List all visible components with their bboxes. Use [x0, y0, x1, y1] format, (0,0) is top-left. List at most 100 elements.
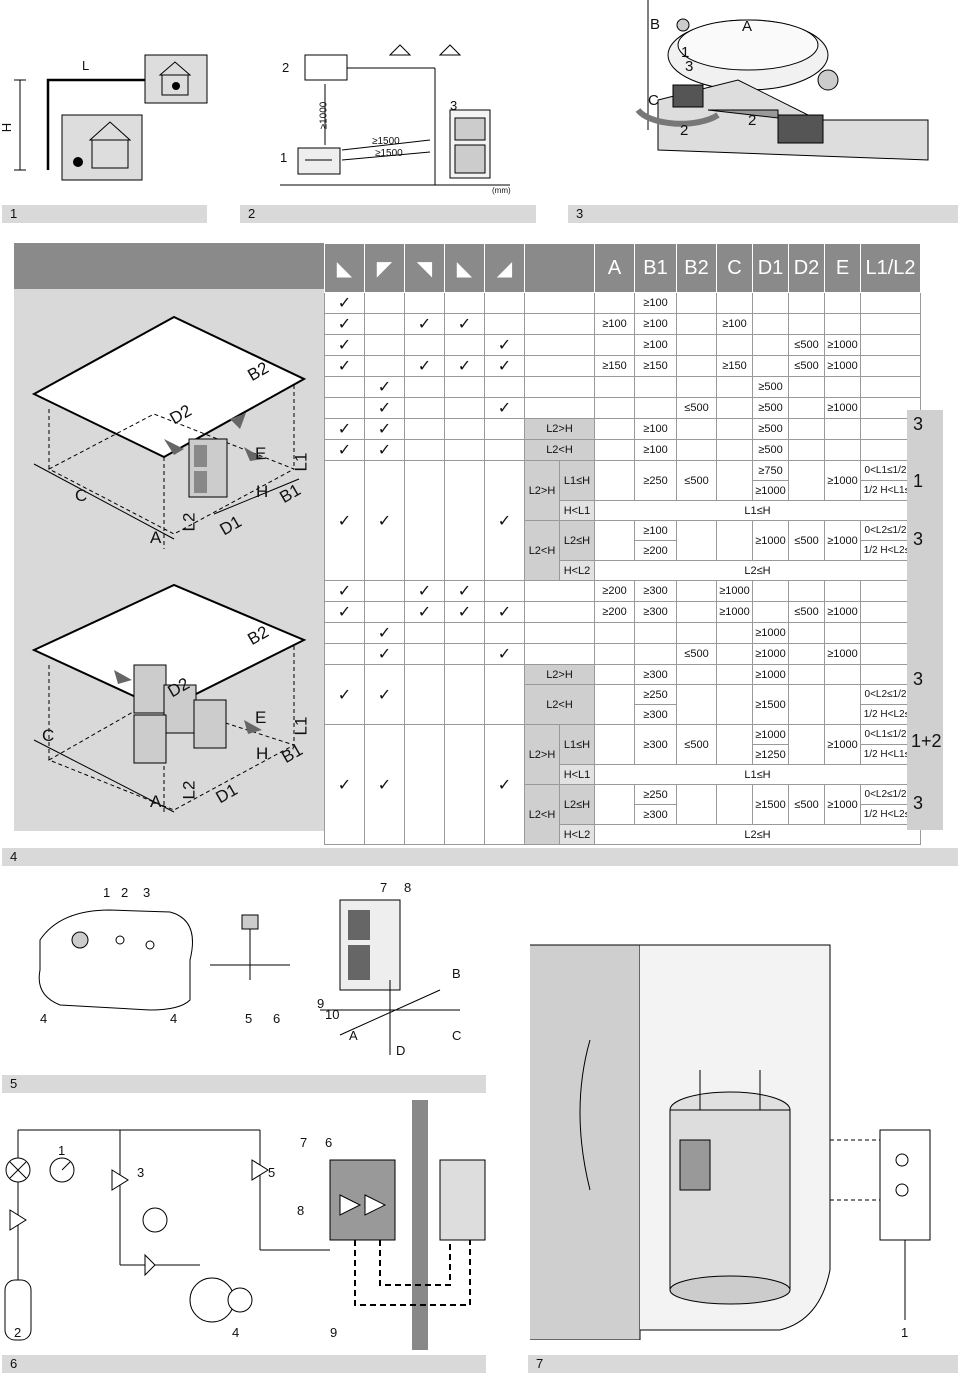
table-row: ✓✓≤500≥1000≥1000	[324, 643, 921, 665]
fig4-label-3: 3	[143, 885, 151, 900]
header-D1: D1	[752, 243, 789, 293]
value-cell	[752, 580, 789, 602]
check-cell: ✓	[484, 460, 525, 581]
check-cell: ✓	[484, 601, 525, 623]
label-2b: 2	[748, 112, 757, 129]
table-row: ✓≥100	[324, 292, 921, 314]
cond-cell	[524, 580, 595, 602]
check-cell: ✓	[484, 724, 525, 845]
cond-cell	[524, 397, 595, 419]
value-cell	[594, 397, 635, 419]
cond-cell	[524, 376, 595, 398]
value-cell: L1≤H	[594, 500, 921, 521]
value-cell: ≤500	[788, 334, 825, 356]
value-cell	[716, 622, 753, 644]
side-column	[907, 410, 943, 830]
cond-cell: H<L1	[559, 764, 595, 785]
table-section-single-cond: ✓ ✓ L2>H ≥100 ≥500 ✓ ✓ L2<H ≥100 ≥500 ✓ …	[324, 418, 921, 581]
value-cell	[824, 580, 861, 602]
value-cell	[788, 313, 825, 335]
figure-1: L H	[0, 0, 210, 200]
value-cell: ≥500	[752, 439, 789, 461]
dim-1500a: ≥1500	[372, 136, 400, 147]
cond-cell: L1≤H	[559, 460, 595, 501]
check-cell: ✓	[324, 664, 365, 725]
header-C: C	[716, 243, 753, 293]
value-cell: ≥100	[634, 418, 677, 440]
cond-cell: L2<H	[524, 684, 595, 725]
value-cell	[676, 622, 717, 644]
fig5-label-2: 2	[14, 1325, 22, 1340]
side-ref: 1+2	[911, 731, 942, 751]
table-row: ✓ ✓ L2<H ≥100 ≥500	[324, 439, 921, 461]
fig5-label-6: 6	[325, 1135, 333, 1150]
cond-cell: H<L1	[559, 500, 595, 521]
check-cell: ✓	[364, 622, 405, 644]
fig4-label-4a: 4	[40, 1011, 48, 1026]
fig4-label-4b: 4	[170, 1011, 178, 1026]
table-row: ✓ ✓ ✓ L2>H L1≤H ≥250 ≤500 ≥750 ≥1000 0<L…	[324, 460, 921, 581]
check-cell: ✓	[324, 724, 365, 845]
value-cell: ≥1000	[716, 601, 753, 623]
bar-3-number: 3	[576, 206, 584, 221]
iso-bot-L2: L2	[179, 780, 199, 800]
cond-cell: L1≤H	[559, 724, 595, 765]
table-header-row: ◣ ◤ ◥ ◣ ◢ A B1 B2 C D1 D2 E L1/L2	[324, 243, 921, 293]
figure-5-piping-schematic	[4, 1100, 486, 1350]
table-row: ✓✓≥100≤500≥1000	[324, 334, 921, 356]
value-cell: ≥500	[752, 376, 789, 398]
value-cell: ≥500	[752, 418, 789, 440]
label-1: 1	[681, 44, 690, 61]
fig4-label-10: 10	[325, 1007, 340, 1022]
check-cell: ✓	[444, 313, 485, 335]
fig5-label-7: 7	[300, 1135, 308, 1150]
cond-cell	[524, 313, 595, 335]
table-row: ✓ ✓ L2>H ≥100 ≥500	[324, 418, 921, 440]
table-row: ≥300 1/2 H<L2≤H	[325, 704, 921, 725]
value-cell: ≤500	[788, 784, 825, 825]
cond-cell	[524, 334, 595, 356]
value-cell: ≥100	[716, 313, 753, 335]
figure-bar-7: 7	[528, 1355, 958, 1373]
check-cell: ✓	[324, 601, 365, 623]
cond-cell: L2>H	[524, 418, 595, 440]
check-cell: ✓	[324, 313, 365, 335]
value-cell	[716, 643, 753, 665]
value-cell: ≥200	[634, 540, 677, 561]
value-cell: ≥1000	[752, 520, 789, 561]
value-cell	[676, 313, 717, 335]
value-cell: ≥300	[634, 601, 677, 623]
cond-cell: H<L2	[559, 560, 595, 581]
value-cell	[752, 355, 789, 377]
value-cell: ≤500	[676, 397, 717, 419]
bar-5-number: 5	[10, 1076, 18, 1091]
value-cell: ≥100	[634, 292, 677, 314]
table-row: ✓✓✓≥100≥100≥100	[324, 313, 921, 335]
table-row: H<L2 L2≤H	[325, 560, 921, 581]
value-cell: ≤500	[676, 460, 717, 501]
value-cell	[634, 643, 677, 665]
value-cell	[824, 622, 861, 644]
value-cell	[860, 355, 921, 377]
value-cell: ≥1000	[824, 643, 861, 665]
direction-icon-4: ◣	[444, 243, 485, 293]
fig4-label-1: 1	[103, 885, 111, 900]
cond-cell	[524, 292, 595, 314]
iso-top-E: E	[255, 444, 267, 463]
value-cell	[634, 622, 677, 644]
cond-cell	[524, 601, 595, 623]
value-cell: ≥250	[634, 684, 677, 705]
check-cell: ✓	[404, 580, 445, 602]
figure-bar-2: 2	[240, 205, 536, 223]
bar-6-number: 6	[10, 1356, 18, 1371]
cond-cell	[524, 643, 595, 665]
value-cell	[788, 643, 825, 665]
table-row: ≥1000 1/2 H<L1≤H	[325, 480, 921, 501]
table-section-multi: ✓✓✓≥200≥300≥1000✓✓✓✓≥200≥300≥1000≤500≥10…	[324, 580, 921, 665]
label-1: 1	[280, 150, 288, 165]
fig4-label-2: 2	[121, 885, 129, 900]
value-cell: ≥1000	[752, 622, 789, 644]
value-cell: ≥300	[634, 664, 677, 685]
value-cell: ≥1000	[824, 355, 861, 377]
fig4-label-C: C	[452, 1028, 462, 1043]
